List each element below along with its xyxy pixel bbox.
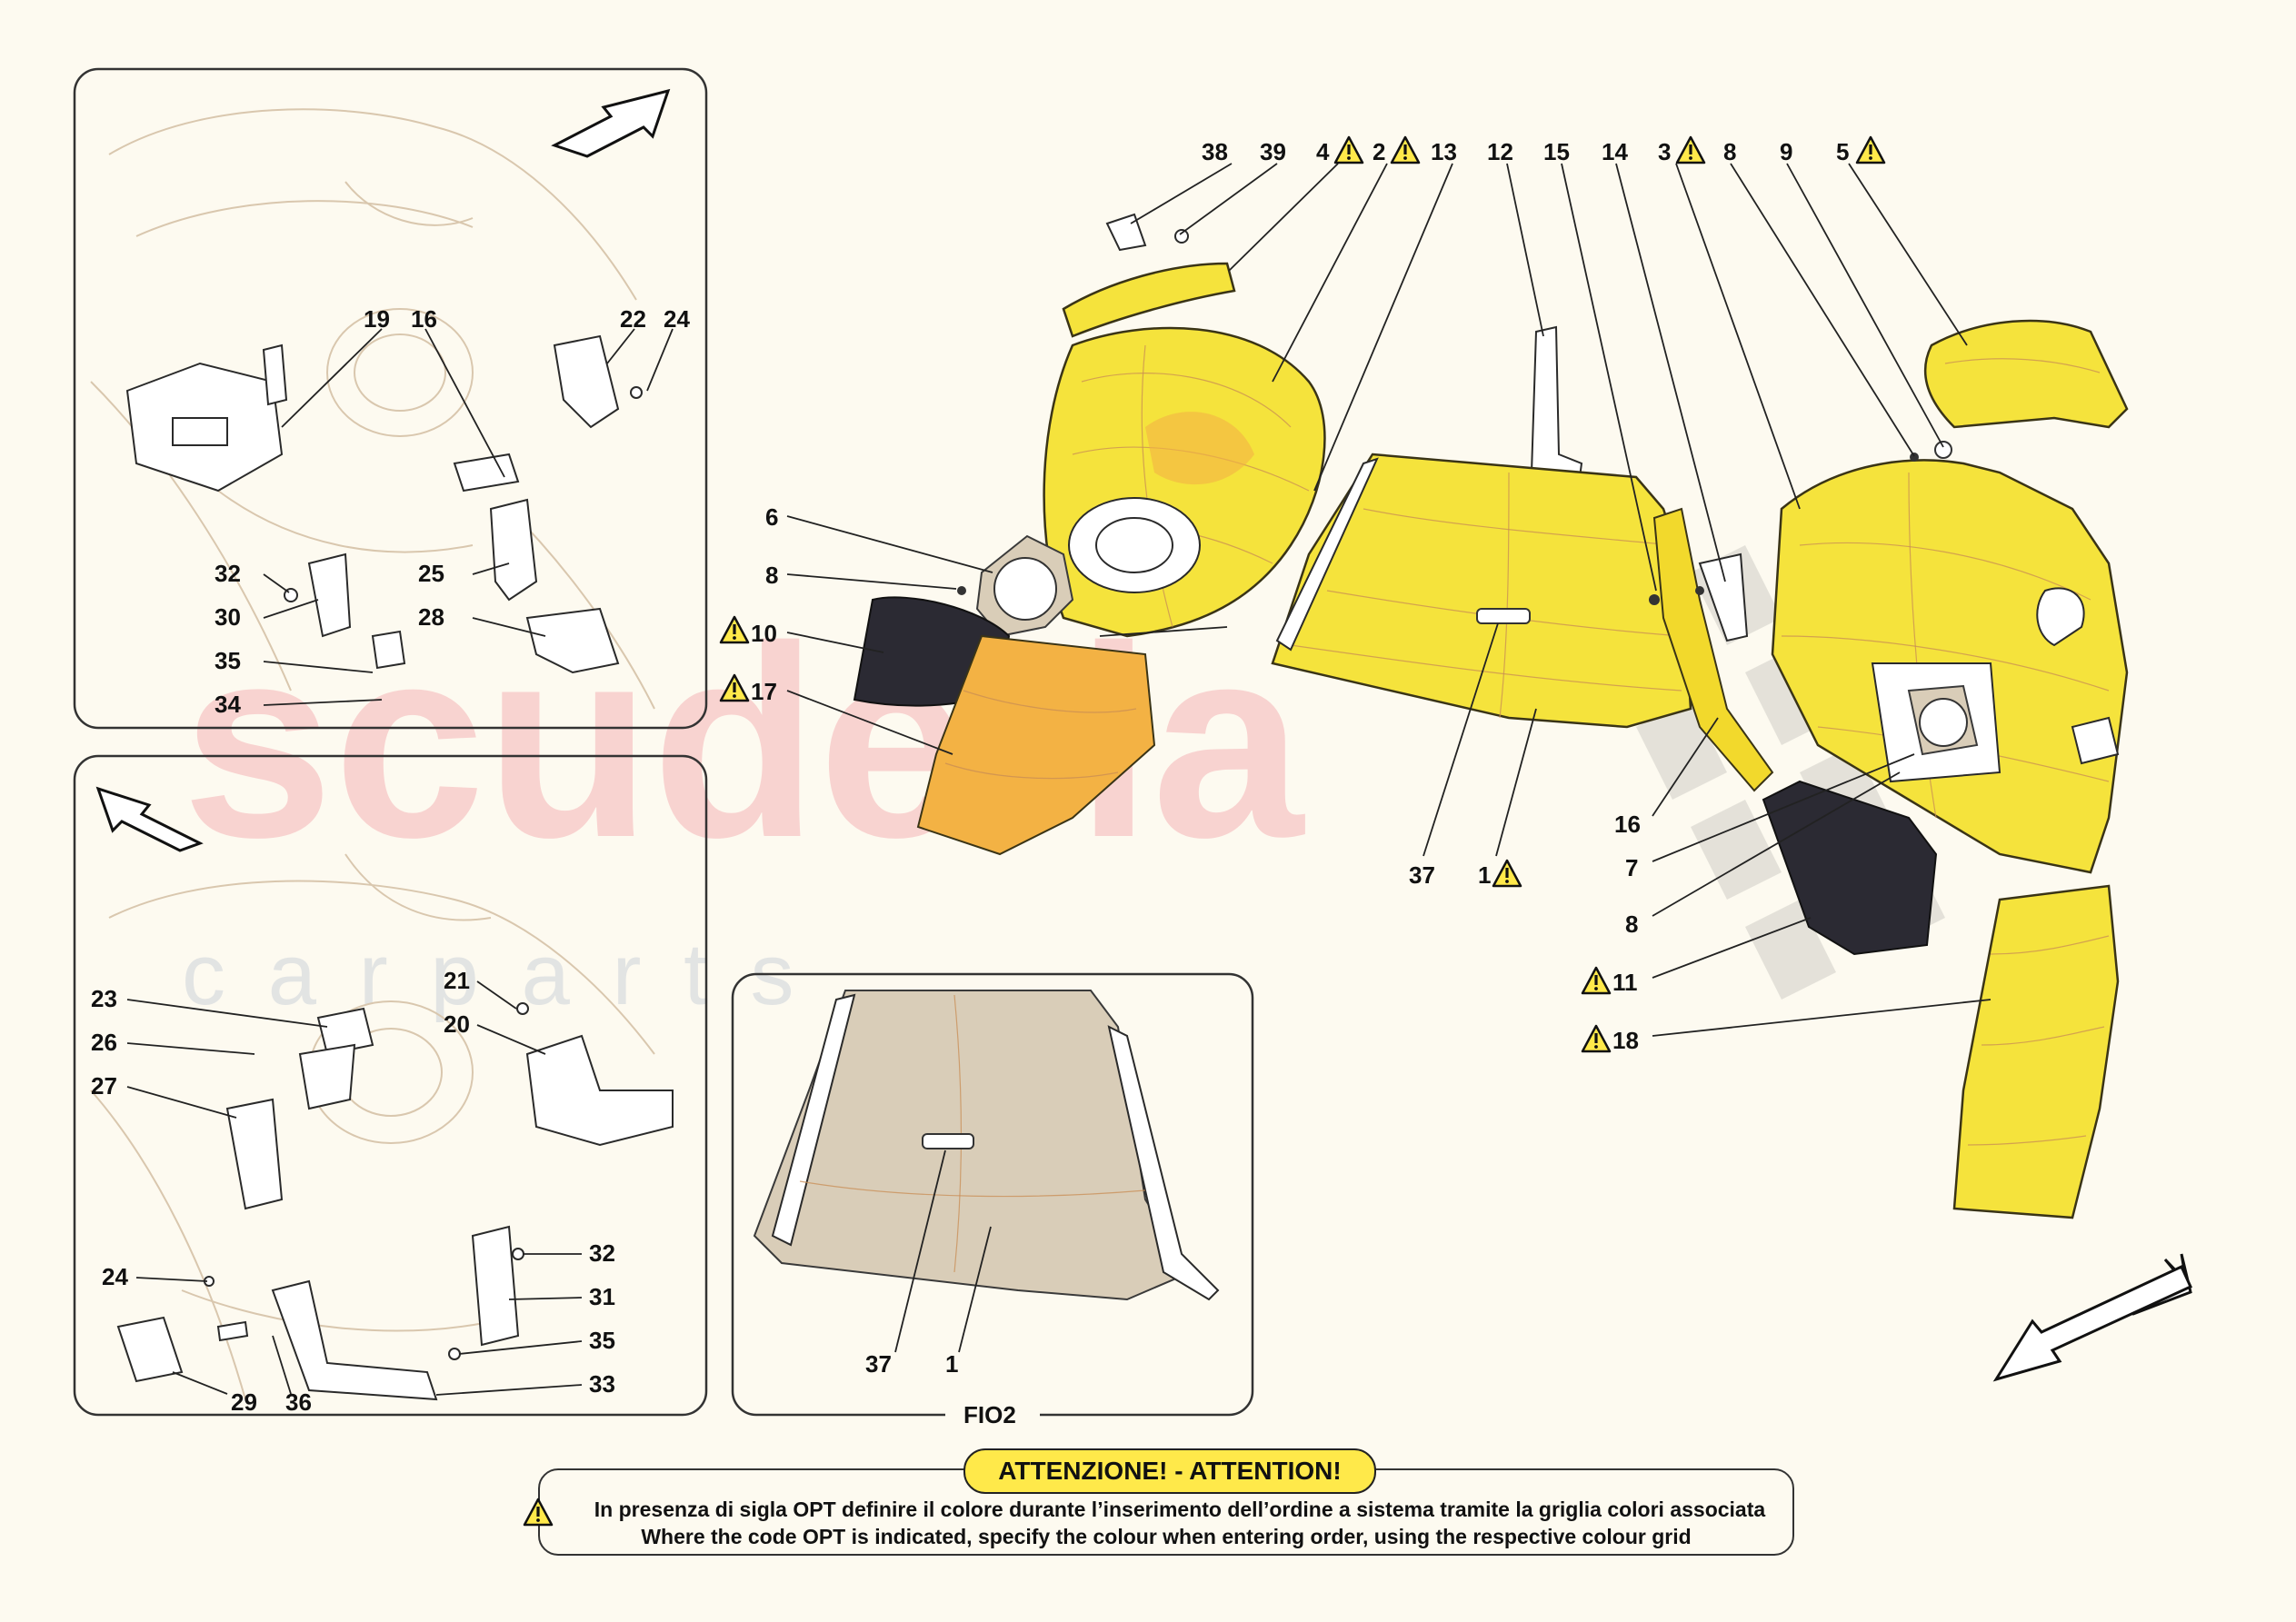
callout-15: 15: [1543, 138, 1570, 165]
panel-c-label: FIO2: [963, 1401, 1016, 1428]
detail-panel-c: 37 1 FIO2: [731, 972, 1254, 1430]
notice-line-italian: In presenza di sigla OPT definire il col…: [594, 1498, 1766, 1521]
callout-28: 28: [418, 603, 444, 631]
callout-33: 33: [589, 1370, 615, 1398]
watermark-subtitle: c a r p a r t s: [182, 926, 803, 1023]
callout-23: 23: [91, 985, 117, 1012]
callout-26: 26: [91, 1029, 117, 1056]
callout-8-top: 8: [1723, 138, 1736, 165]
detail-panel-a: 19 16 22 24 32 30 35 34 25 28: [73, 67, 708, 730]
callout-1-fio2: 1: [945, 1350, 958, 1378]
callout-39: 39: [1260, 138, 1286, 165]
warning-triangle-icon: [1333, 135, 1364, 164]
callout-38: 38: [1202, 138, 1228, 165]
part-14-trim-strip: [1652, 507, 1774, 792]
callout-11: 11: [1612, 969, 1638, 996]
callout-12: 12: [1487, 138, 1513, 165]
callout-27: 27: [91, 1072, 117, 1100]
callout-35: 35: [215, 647, 241, 674]
notice-line-english: Where the code OPT is indicated, specify…: [641, 1525, 1692, 1548]
warning-triangle-icon: [1390, 135, 1421, 164]
part-13-center-trim: [1271, 453, 1692, 729]
main-exploded-view: 38 39 4 2 13 12 15 14 3 8 9 5 6 8 10 17 …: [719, 135, 2192, 1382]
notice-title: ATTENZIONE! - ATTENTION!: [963, 1448, 1376, 1494]
callout-3: 3: [1658, 138, 1671, 165]
callout-34: 34: [215, 691, 241, 718]
part-38-bracket: [1105, 213, 1147, 252]
warning-triangle-icon: [1675, 135, 1706, 164]
callout-7: 7: [1625, 854, 1638, 881]
part-4-trim: [1062, 262, 1236, 338]
detail-panel-b: 23 26 27 21 20 24 29 36 32 31 35 33: [73, 754, 708, 1417]
callout-29: 29: [231, 1388, 257, 1416]
part-5-cap: [1923, 319, 2129, 429]
callout-32: 32: [589, 1239, 615, 1267]
direction-arrow-icon: [551, 88, 671, 158]
callout-19: 19: [364, 305, 390, 333]
part-11-grille: [1762, 780, 1938, 956]
callout-18: 18: [1612, 1027, 1639, 1054]
warning-triangle-icon: [1581, 1024, 1612, 1053]
callout-6: 6: [765, 503, 778, 531]
direction-arrow-icon-left: [95, 786, 204, 852]
callout-2: 2: [1373, 138, 1385, 165]
callout-14: 14: [1602, 138, 1628, 165]
warning-triangle-icon: [1855, 135, 1886, 164]
callout-35: 35: [589, 1327, 615, 1354]
callout-31: 31: [589, 1283, 615, 1310]
callout-16-main: 16: [1614, 811, 1641, 838]
callout-30: 30: [215, 603, 241, 631]
callout-22: 22: [620, 305, 646, 333]
callout-4: 4: [1316, 138, 1330, 165]
callout-24: 24: [102, 1263, 128, 1290]
callout-9: 9: [1780, 138, 1792, 165]
part-17-lower-trim: [916, 634, 1156, 856]
callout-21: 21: [444, 967, 470, 994]
callout-37-fio2: 37: [865, 1350, 892, 1378]
warning-triangle-icon: [1492, 859, 1522, 888]
part-18-trim-strip: [1952, 884, 2120, 1219]
warning-triangle-icon: [1581, 966, 1612, 995]
callout-20: 20: [444, 1010, 470, 1038]
callout-24: 24: [664, 305, 690, 333]
callout-5: 5: [1836, 138, 1849, 165]
callout-17: 17: [751, 678, 777, 705]
callout-16: 16: [411, 305, 437, 333]
callout-8-right: 8: [1625, 911, 1638, 938]
callout-25: 25: [418, 560, 444, 587]
callout-37: 37: [1409, 861, 1435, 889]
warning-triangle-icon: [523, 1498, 554, 1527]
callout-10: 10: [751, 620, 777, 647]
part-12-bracket: [1530, 325, 1583, 479]
callout-8-left: 8: [765, 562, 778, 589]
callout-13: 13: [1431, 138, 1457, 165]
callout-36: 36: [285, 1388, 312, 1416]
callout-32: 32: [215, 560, 241, 587]
callout-1: 1: [1478, 861, 1491, 889]
